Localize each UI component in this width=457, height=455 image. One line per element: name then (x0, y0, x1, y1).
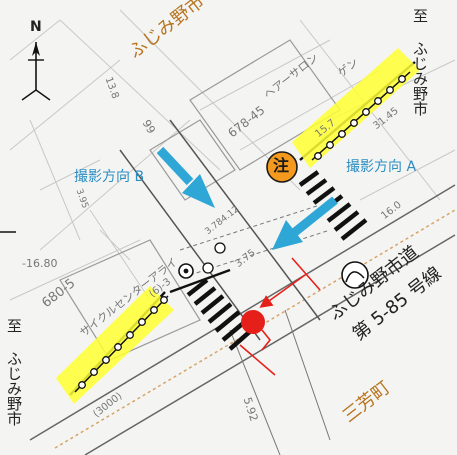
location-marker (241, 310, 265, 334)
label-direction-a: 撮影方向 A (346, 159, 417, 175)
north-compass (21, 42, 51, 101)
red-measure (239, 257, 321, 376)
utility-poles (178, 242, 226, 279)
dotted-sidewalks (74, 71, 411, 393)
plan-base-lines (9, 9, 456, 301)
label-direction-b: 撮影方向 B (74, 169, 145, 185)
road-symbol-icon (341, 261, 369, 289)
caution-marker (266, 151, 298, 183)
label-to-fujimino-left: 至 ふじみ野市 (5, 318, 23, 426)
caution-glyph: 注 (273, 156, 290, 175)
plan-n16-80: -16.80 (22, 257, 58, 270)
label-to-fujimino-top: 至 ふじみ野市 (411, 8, 429, 116)
direction-arrow-a (272, 196, 338, 250)
main-road (29, 184, 456, 455)
direction-arrow-b (156, 146, 215, 208)
compass-north-label: N (30, 19, 42, 35)
